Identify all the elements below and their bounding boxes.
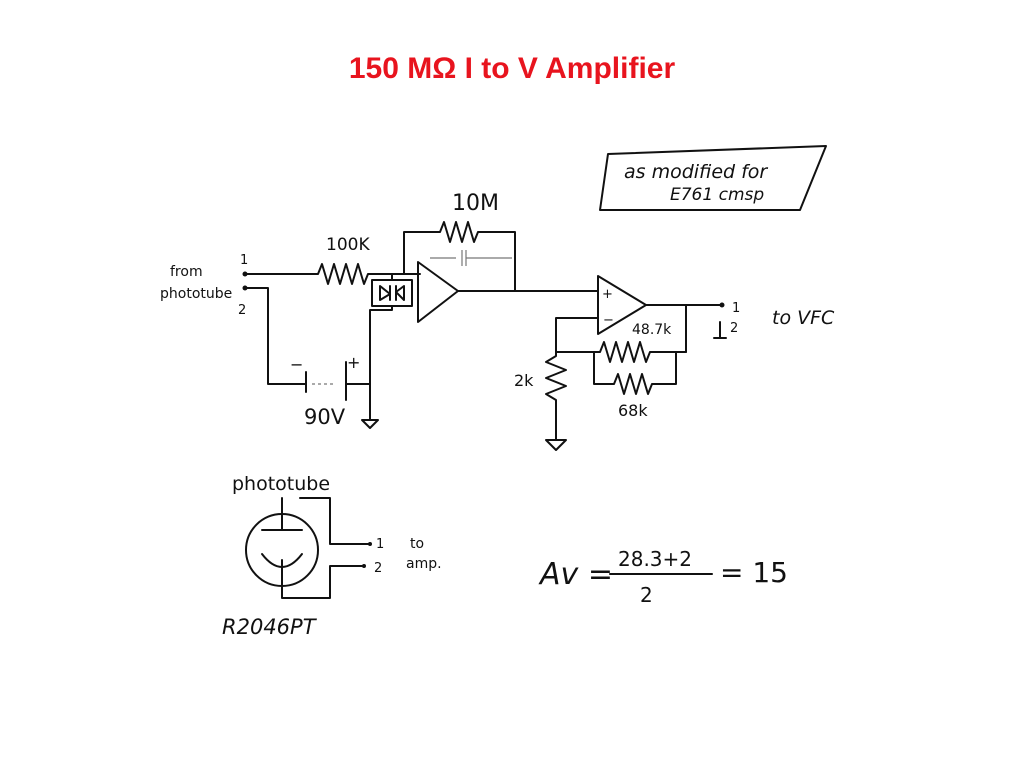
- input-resistor-label: 100K: [326, 235, 370, 255]
- phototube-leads: [261, 497, 371, 599]
- gain-equation-numerator: 28.3+2: [618, 547, 692, 571]
- note-line-1: as modified for: [624, 161, 768, 183]
- opamp-1: [417, 261, 516, 323]
- diode-2: [395, 285, 405, 301]
- output-pin-1: 1: [732, 301, 740, 316]
- feedback-capacitor: [430, 250, 512, 266]
- opamp-2: + −: [514, 275, 721, 353]
- gain-resistor-ground-zigzag: [545, 351, 567, 441]
- output-label: to VFC: [772, 307, 835, 329]
- gain-equation-result: = 15: [720, 556, 788, 589]
- diode-box: [371, 279, 413, 307]
- gain-network: 48.7k 68k 2k: [514, 322, 687, 451]
- ground-symbol-1: [361, 419, 379, 429]
- diode-1: [379, 285, 391, 301]
- battery-voltage-label: 90V: [304, 405, 346, 429]
- ground-wire: [369, 305, 393, 421]
- opamp-1-triangle: [417, 261, 459, 323]
- modification-note: as modified for E761 cmsp: [599, 145, 827, 211]
- battery-plus: +: [347, 353, 360, 372]
- gain-equation: Av = 28.3+2 2 = 15: [538, 547, 788, 607]
- output-node-1: [719, 302, 725, 308]
- opamp-2-inverting-wire: [555, 317, 599, 353]
- phototube-pin-1-node: [368, 542, 372, 546]
- output-pin-2: 2: [730, 321, 738, 336]
- phototube-to-label: to: [410, 536, 424, 552]
- opamp-2-triangle: [597, 275, 647, 335]
- input-label-from: from: [170, 264, 203, 280]
- feedback-network: 10M: [403, 191, 516, 292]
- phototube-pin-2-node: [362, 564, 366, 568]
- input-resistor: 100K: [244, 235, 421, 285]
- input-terminals: from phototube 1 2: [160, 253, 248, 318]
- battery-minus: −: [290, 355, 303, 374]
- phototube-part-number: R2046PT: [222, 615, 318, 639]
- input-pin-1: 1: [240, 253, 248, 268]
- note-line-2: E761 cmsp: [670, 185, 764, 205]
- feedback-resistor-label: 10M: [452, 191, 499, 216]
- output-terminals: 1 2 to VFC: [713, 301, 835, 339]
- phototube-symbol: phototube 1 2 to amp. R2046PT: [222, 473, 442, 639]
- gain-resistor-a-label: 48.7k: [632, 322, 672, 338]
- input-resistor-zigzag: [244, 263, 421, 285]
- phototube-pin-2: 2: [374, 561, 382, 576]
- gain-resistor-a-zigzag: [555, 341, 687, 363]
- input-pin-2: 2: [238, 303, 246, 318]
- phototube-pin-1: 1: [376, 537, 384, 552]
- feedback-resistor-zigzag: [403, 221, 516, 292]
- bias-battery: − + 90V: [244, 287, 393, 429]
- note-box-outline: [599, 145, 827, 211]
- gain-equation-lhs: Av =: [538, 557, 613, 592]
- phototube-label: phototube: [232, 473, 330, 495]
- battery-wires: [244, 287, 371, 401]
- opamp-2-minus: −: [603, 313, 614, 328]
- input-label-phototube: phototube: [160, 286, 232, 302]
- page-title: 150 MΩ I to V Amplifier: [348, 52, 676, 85]
- gain-resistor-ground-label: 2k: [514, 371, 534, 390]
- gain-resistor-b-label: 68k: [618, 401, 648, 420]
- gain-equation-denominator: 2: [640, 583, 653, 607]
- gain-resistor-b-zigzag: [593, 351, 677, 395]
- output-ground-stub: [713, 321, 727, 339]
- protection-diodes: [371, 273, 413, 307]
- phototube-amp-label: amp.: [406, 556, 442, 572]
- ground-symbol-2: [545, 439, 567, 451]
- opamp-2-plus: +: [602, 287, 613, 302]
